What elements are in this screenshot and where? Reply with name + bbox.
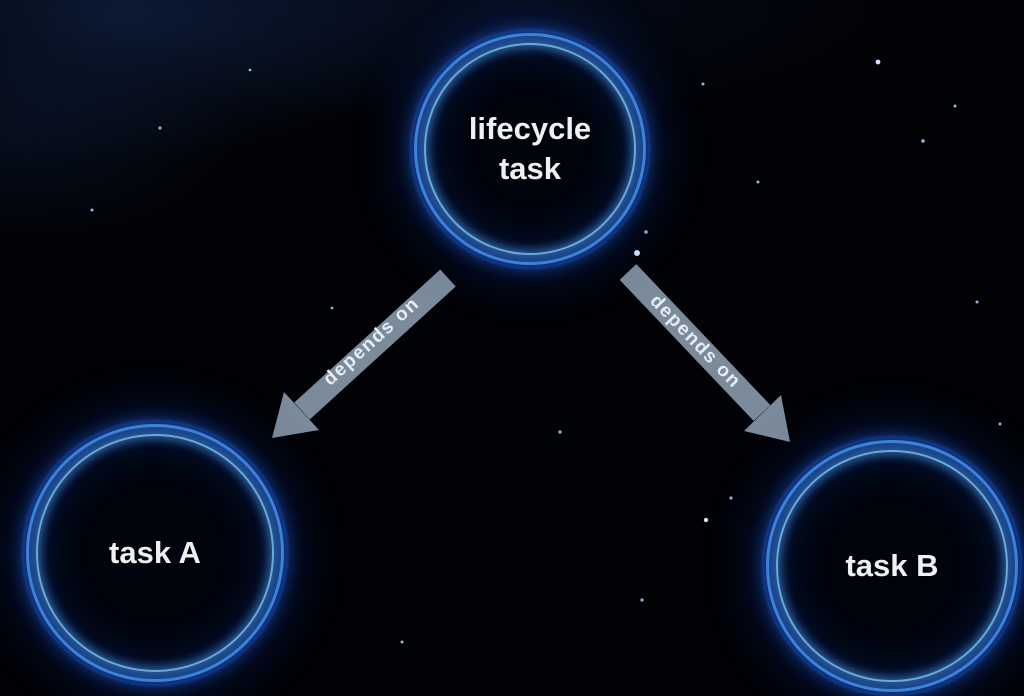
arrow-shaft bbox=[294, 269, 456, 420]
star-dot bbox=[729, 496, 733, 500]
star-dot bbox=[701, 82, 705, 86]
star-dot bbox=[400, 640, 404, 644]
star-dot bbox=[634, 250, 640, 256]
star-dot bbox=[875, 59, 881, 65]
arrowhead-icon bbox=[744, 395, 790, 442]
edge-label-depends-on-a: depends on bbox=[319, 293, 423, 390]
star-dot bbox=[756, 180, 760, 184]
dependency-arrow-task-a: depends on bbox=[272, 269, 456, 438]
node-task-a: task A bbox=[26, 424, 284, 682]
star-dot bbox=[158, 126, 162, 130]
arrow-shaft bbox=[619, 264, 771, 421]
star-dot bbox=[998, 422, 1002, 426]
star-dot bbox=[644, 230, 648, 234]
star-dot bbox=[975, 300, 979, 304]
star-dot bbox=[640, 598, 644, 602]
star-dot bbox=[90, 208, 94, 212]
star-dot bbox=[921, 139, 925, 143]
star-dot bbox=[248, 68, 252, 72]
dependency-arrow-task-b: depends on bbox=[619, 264, 790, 442]
node-label-lifecycle-task: lifecycle task bbox=[468, 110, 592, 186]
star-dot bbox=[558, 430, 562, 434]
star-dot bbox=[703, 517, 709, 523]
node-lifecycle-task: lifecycle task bbox=[414, 33, 646, 265]
node-label-task-a: task A bbox=[109, 534, 201, 570]
arrowhead-icon bbox=[272, 392, 319, 438]
edge-label-depends-on-b: depends on bbox=[646, 291, 746, 393]
node-task-b: task B bbox=[766, 440, 1018, 692]
star-dot bbox=[953, 104, 957, 108]
star-dot bbox=[330, 306, 334, 310]
node-label-task-b: task B bbox=[845, 547, 939, 583]
